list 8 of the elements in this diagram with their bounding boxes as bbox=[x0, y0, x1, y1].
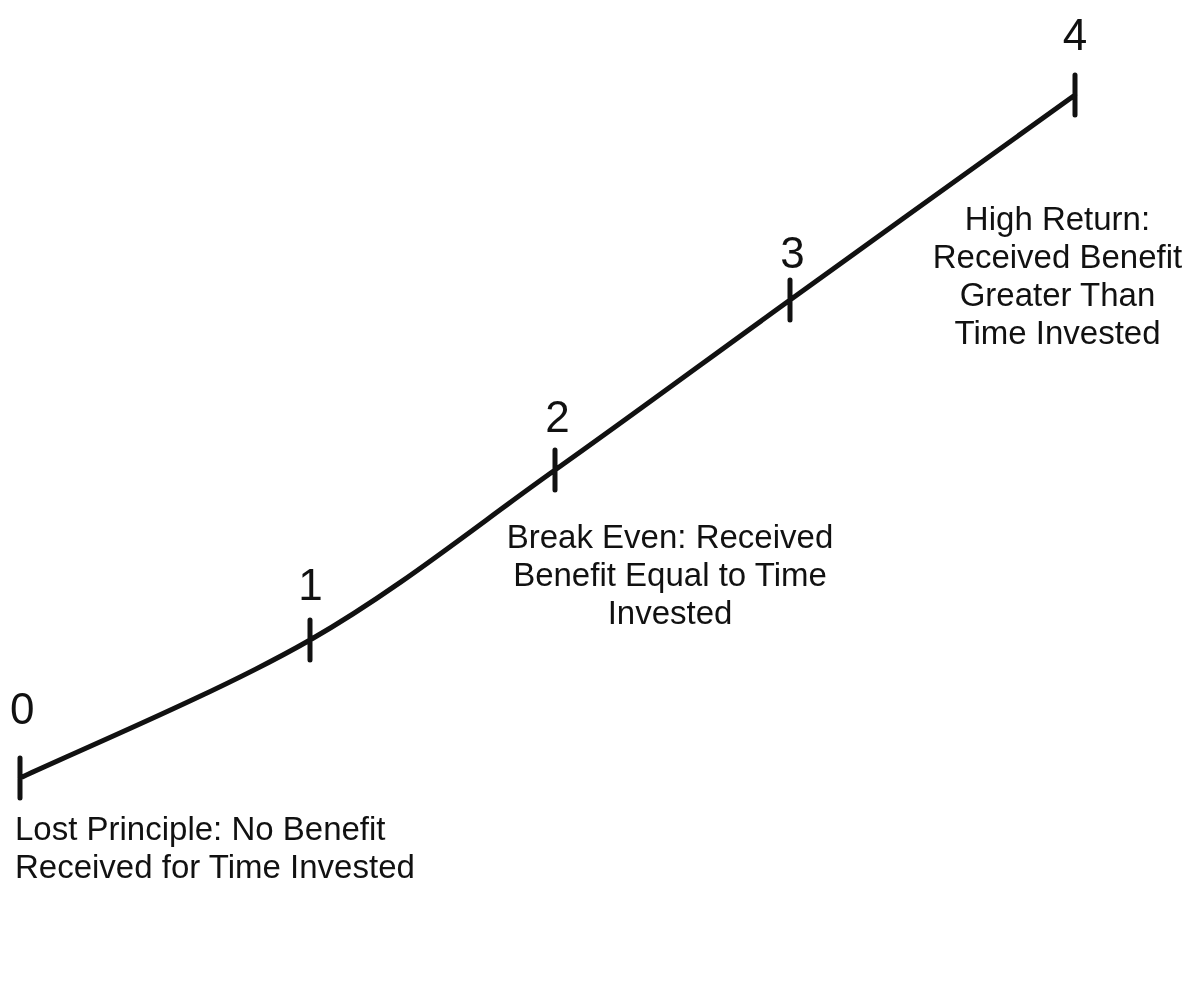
scale-number: 0 bbox=[10, 684, 36, 735]
scale-number: 3 bbox=[779, 228, 806, 279]
annotation-text: Break Even: Received Benefit Equal to Time Invested bbox=[505, 518, 835, 632]
scale-number: 2 bbox=[544, 392, 571, 443]
annotation-text: Lost Principle: No Benefit Received for Time Invested bbox=[15, 810, 416, 886]
scale-number: 1 bbox=[297, 560, 324, 611]
scale-number: 4 bbox=[1061, 10, 1089, 61]
annotation-text: High Return: Received Benefit Greater Than Time Invested bbox=[931, 200, 1184, 352]
